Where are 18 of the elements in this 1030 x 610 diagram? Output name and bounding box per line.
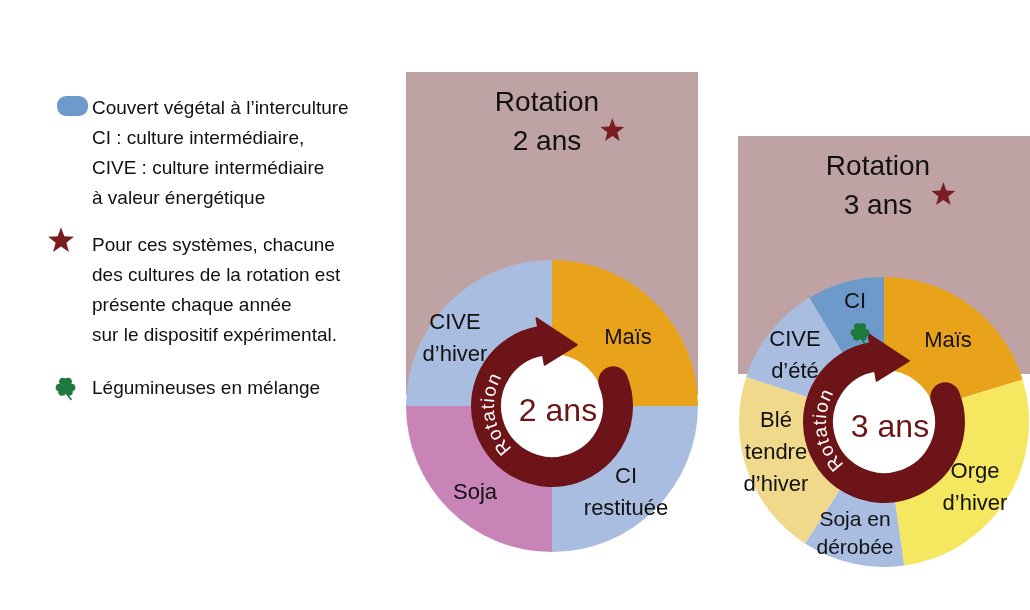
panel-title: Rotation 2 ans: [494, 85, 600, 158]
crop-label: Soja: [453, 478, 497, 506]
crop-label: Blé tendre d’hiver: [743, 406, 809, 498]
crop-label: CI restituée: [583, 462, 669, 522]
center-label: 2 ans: [518, 394, 598, 426]
legend-label: Pour ces systèmes, chacune des cultures de la rotation est présente chaque année sur le dispositif expérimental.: [92, 233, 341, 347]
panel-title: Rotation 3 ans: [825, 149, 931, 222]
crop-label: Soja en dérobée: [816, 506, 894, 560]
legend-label: Couvert végétal à l’interculture: [92, 96, 349, 120]
crop-label: Maïs: [604, 323, 652, 351]
legend-note: CI : culture intermédiaire, CIVE : culture intermédiaire à valeur énergétique: [92, 126, 325, 210]
crop-label: CIVE d’été: [769, 325, 821, 385]
crop-label: Orge d’hiver: [942, 457, 1008, 517]
center-label: 3 ans: [850, 410, 930, 442]
crop-label: CI: [844, 287, 866, 315]
legend-label: Légumineuses en mélange: [92, 376, 321, 400]
crop-label: CIVE d’hiver: [422, 308, 488, 368]
crop-label: Maïs: [924, 326, 972, 354]
